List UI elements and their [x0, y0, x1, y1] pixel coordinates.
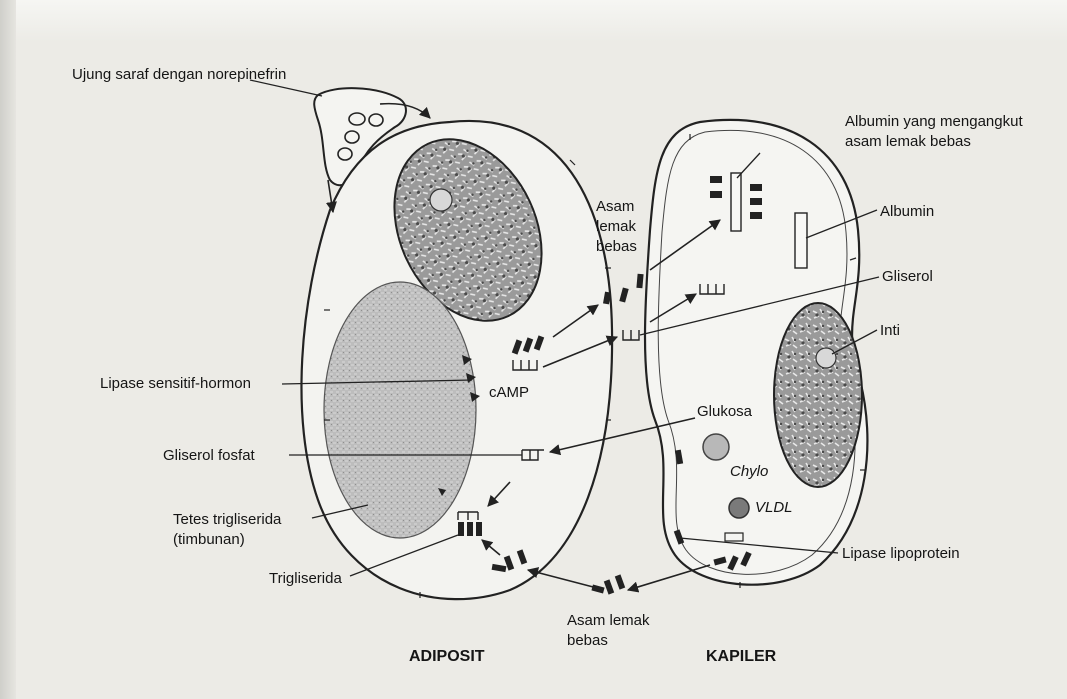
label-nucleus: Inti — [880, 322, 900, 339]
label-albumin: Albumin — [880, 203, 934, 220]
label-ffa-bottom-line2: bebas — [567, 632, 608, 649]
label-vldl: VLDL — [755, 499, 793, 516]
label-hormone-sensitive-lipase: Lipase sensitif-hormon — [100, 375, 251, 392]
label-triglyceride: Trigliserida — [269, 570, 342, 587]
label-glucose: Glukosa — [697, 403, 752, 420]
label-capillary: KAPILER — [706, 648, 776, 665]
triglyceride-droplet — [324, 282, 476, 538]
label-triglyceride-droplet-line1: Tetes trigliserida — [173, 511, 281, 528]
label-camp: cAMP — [489, 384, 529, 401]
label-chylomicron: Chylo — [730, 463, 768, 480]
label-ffa-top-line1: Asam — [596, 198, 634, 215]
label-albumin-carrier-line2: asam lemak bebas — [845, 133, 971, 150]
label-glycerol: Gliserol — [882, 268, 933, 285]
label-ffa-bottom-line1: Asam lemak — [567, 612, 650, 629]
label-triglyceride-droplet-line2: (timbunan) — [173, 531, 245, 548]
capillary-nucleus — [774, 303, 862, 487]
label-ffa-top-line3: bebas — [596, 238, 637, 255]
label-albumin-carrier-line1: Albumin yang mengangkut — [845, 113, 1023, 130]
label-lipoprotein-lipase: Lipase lipoprotein — [842, 545, 960, 562]
chylomicron-particle — [703, 434, 729, 460]
glycerol-symbol-interstitial — [623, 330, 639, 340]
vldl-particle — [729, 498, 749, 518]
albumin-protein — [795, 213, 807, 268]
label-nerve-ending: Ujung saraf dengan norepinefrin — [72, 66, 286, 83]
label-ffa-top-line2: lemak — [596, 218, 636, 235]
label-adipocyte: ADIPOSIT — [409, 648, 485, 665]
label-glycerol-phosphate: Gliserol fosfat — [163, 447, 255, 464]
